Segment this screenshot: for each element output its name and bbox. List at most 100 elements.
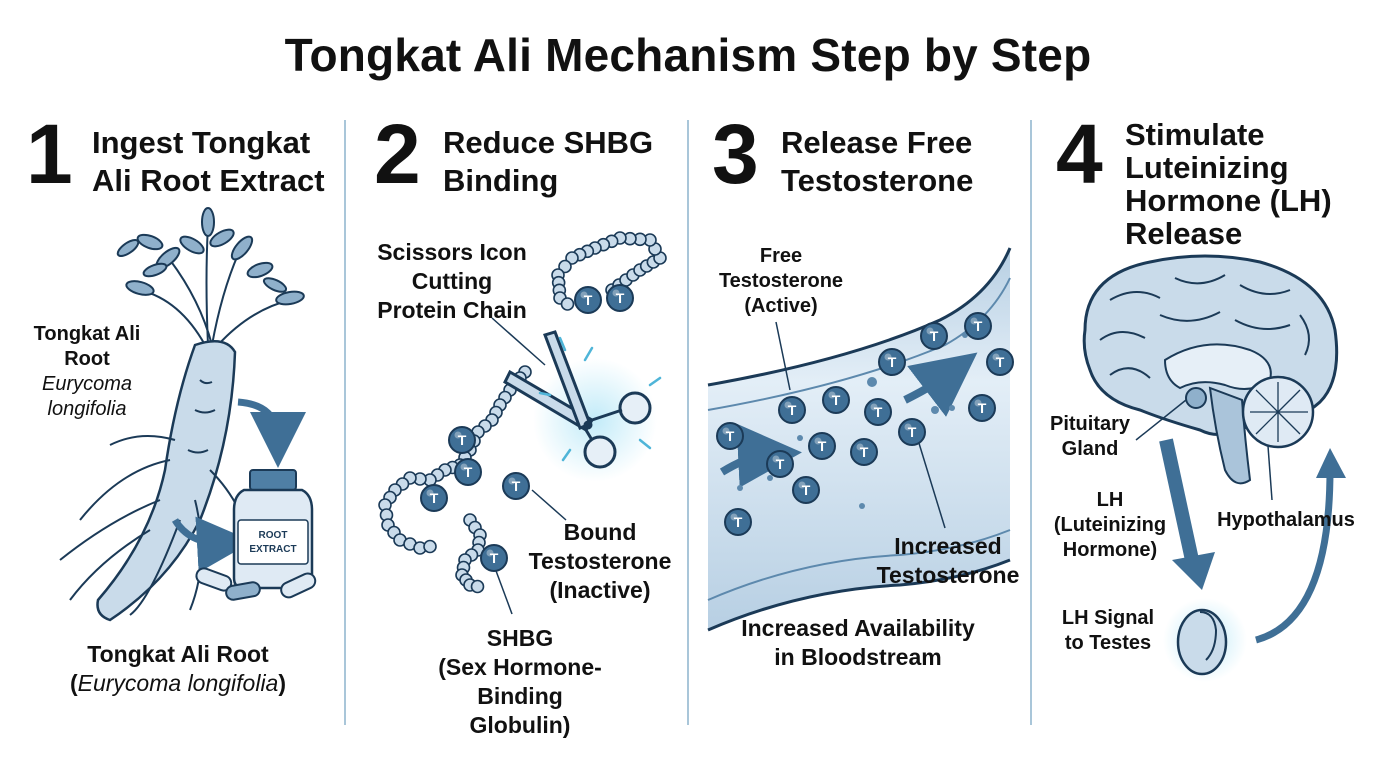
pituitary-icon xyxy=(1185,387,1207,409)
lh-label: LH (Luteinizing Hormone) xyxy=(1053,489,1167,561)
chain-bead xyxy=(470,579,485,594)
svg-text:T: T xyxy=(930,328,939,344)
increased-testosterone-label: Increased Testosterone xyxy=(876,533,1020,588)
svg-text:T: T xyxy=(908,424,917,440)
vessel-wall xyxy=(707,558,1011,632)
svg-text:T: T xyxy=(464,464,473,480)
svg-text:T: T xyxy=(888,354,897,370)
testosterone-molecule-icon: T xyxy=(968,394,996,422)
arrow-icon xyxy=(237,398,306,468)
chain-bead xyxy=(558,259,572,274)
page-title: Tongkat Ali Mechanism Step by Step xyxy=(284,29,1092,81)
testosterone-molecule-icon: T xyxy=(898,418,926,446)
svg-text:T: T xyxy=(874,404,883,420)
free-testosterone-label: Free Testosterone (Active) xyxy=(718,245,844,317)
testosterone-molecule-icon: T xyxy=(822,386,850,414)
testosterone-molecule-icon: T xyxy=(766,450,794,478)
bottle-label: EXTRACT xyxy=(249,544,296,555)
leader-lines xyxy=(1135,399,1273,501)
svg-text:T: T xyxy=(818,438,827,454)
svg-text:T: T xyxy=(512,478,521,494)
bottle-label: ROOT xyxy=(259,530,288,541)
step-4-number: 4 xyxy=(1056,107,1103,201)
svg-text:T: T xyxy=(978,400,987,416)
testosterone-molecules: T T T T T T T T T T T T T T T T T T T T T T xyxy=(420,284,1014,572)
testosterone-molecule-icon: T xyxy=(878,348,906,376)
root-caption: Tongkat Ali Root (Eurycoma longifolia) xyxy=(69,641,287,696)
testosterone-molecule-icon: T xyxy=(448,426,476,454)
lh-signal-label: LH Signal to Testes xyxy=(1061,607,1155,654)
testosterone-molecule-icon: T xyxy=(724,508,752,536)
vessel-wall xyxy=(707,529,1011,601)
testosterone-molecule-icon: T xyxy=(792,476,820,504)
capsule-icon xyxy=(195,567,317,601)
arrow-icon xyxy=(171,516,253,573)
scissors-icon xyxy=(503,330,652,469)
leaves-icon xyxy=(116,207,305,346)
hypothalamus-label: Hypothalamus xyxy=(1217,509,1355,531)
cerebellum-icon xyxy=(1241,375,1315,449)
testosterone-molecule-icon: T xyxy=(574,286,602,314)
chain-bead xyxy=(423,539,437,554)
testosterone-molecule-icon: T xyxy=(864,398,892,426)
svg-text:T: T xyxy=(996,354,1005,370)
svg-text:T: T xyxy=(734,514,743,530)
testosterone-molecule-icon: T xyxy=(964,312,992,340)
svg-text:T: T xyxy=(726,428,735,444)
down-arrow-icon xyxy=(1159,438,1215,590)
testosterone-molecule-icon: T xyxy=(850,438,878,466)
step-1-number: 1 xyxy=(26,107,73,201)
testosterone-molecule-icon: T xyxy=(920,322,948,350)
testosterone-molecule-icon: T xyxy=(606,284,634,312)
svg-text:T: T xyxy=(584,292,593,308)
bound-testosterone-label: Bound Testosterone (Inactive) xyxy=(528,519,672,603)
testosterone-molecule-icon: T xyxy=(420,484,448,512)
column-divider xyxy=(344,120,346,725)
testosterone-molecule-icon: T xyxy=(454,458,482,486)
feedback-arrow-icon xyxy=(1255,448,1346,644)
scissors-label: Scissors Icon Cutting Protein Chain xyxy=(377,239,527,323)
testosterone-molecule-icon: T xyxy=(778,396,806,424)
pituitary-label: Pituitary Gland xyxy=(1049,413,1131,460)
chain-bead xyxy=(565,251,579,265)
svg-text:T: T xyxy=(974,318,983,334)
blood-particles xyxy=(737,332,968,509)
leader-lines xyxy=(775,321,946,529)
root-icon xyxy=(96,340,237,622)
step-2-number: 2 xyxy=(374,107,421,201)
svg-text:T: T xyxy=(776,456,785,472)
step-3-number: 3 xyxy=(712,107,759,201)
bottle-icon: ROOT EXTRACT xyxy=(232,469,314,590)
testosterone-molecule-icon: T xyxy=(986,348,1014,376)
svg-text:T: T xyxy=(788,402,797,418)
root-name-label: Tongkat Ali Root Eurycoma longifolia xyxy=(33,323,141,420)
brain-folds xyxy=(1099,274,1310,379)
svg-text:T: T xyxy=(490,550,499,566)
svg-text:T: T xyxy=(430,490,439,506)
testes-icon xyxy=(1176,608,1228,676)
column-divider xyxy=(1030,120,1032,725)
cut-sparks xyxy=(538,336,662,462)
svg-text:T: T xyxy=(832,392,841,408)
shbg-label: SHBG (Sex Hormone-Binding Globulin) xyxy=(438,625,602,738)
testosterone-molecule-icon: T xyxy=(808,432,836,460)
column-divider xyxy=(687,120,689,725)
arrow-icon xyxy=(903,352,978,417)
brainstem-icon xyxy=(1208,386,1252,485)
svg-text:T: T xyxy=(616,290,625,306)
chain-bead xyxy=(560,297,575,311)
testosterone-molecule-icon: T xyxy=(716,422,744,450)
testosterone-molecule-icon: T xyxy=(502,472,530,500)
svg-text:T: T xyxy=(860,444,869,460)
testosterone-molecule-icon: T xyxy=(480,544,508,572)
availability-label: Increased Availability in Bloodstream xyxy=(741,615,975,670)
svg-text:T: T xyxy=(458,432,467,448)
svg-text:T: T xyxy=(802,482,811,498)
arrow-icon xyxy=(719,423,802,488)
